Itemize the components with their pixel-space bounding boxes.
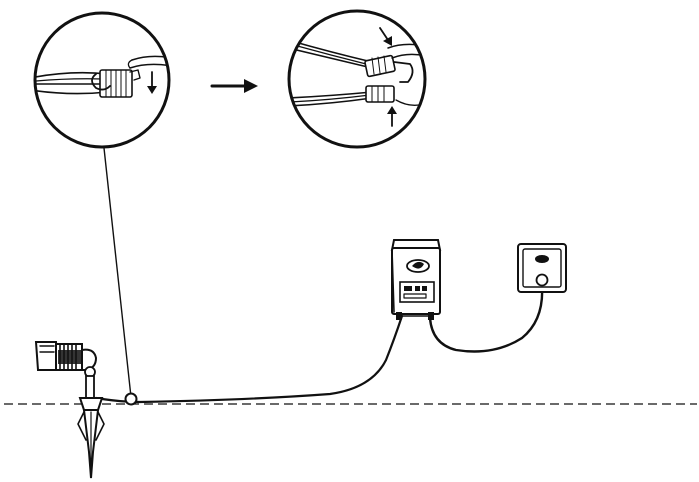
right-arrow-icon: [210, 79, 258, 93]
low-voltage-cable: [94, 314, 404, 404]
leader-line: [103, 147, 132, 398]
connector-detail-pressed: [287, 9, 427, 149]
connector-open-content: [35, 55, 169, 98]
wall-outlet: [517, 243, 567, 293]
cable-connector: [124, 392, 138, 406]
garden-spotlight: [34, 341, 105, 479]
power-cord: [428, 284, 544, 353]
transformer: [390, 239, 442, 320]
connector-detail-open: [33, 11, 171, 149]
connector-pressed-content: [289, 27, 425, 127]
